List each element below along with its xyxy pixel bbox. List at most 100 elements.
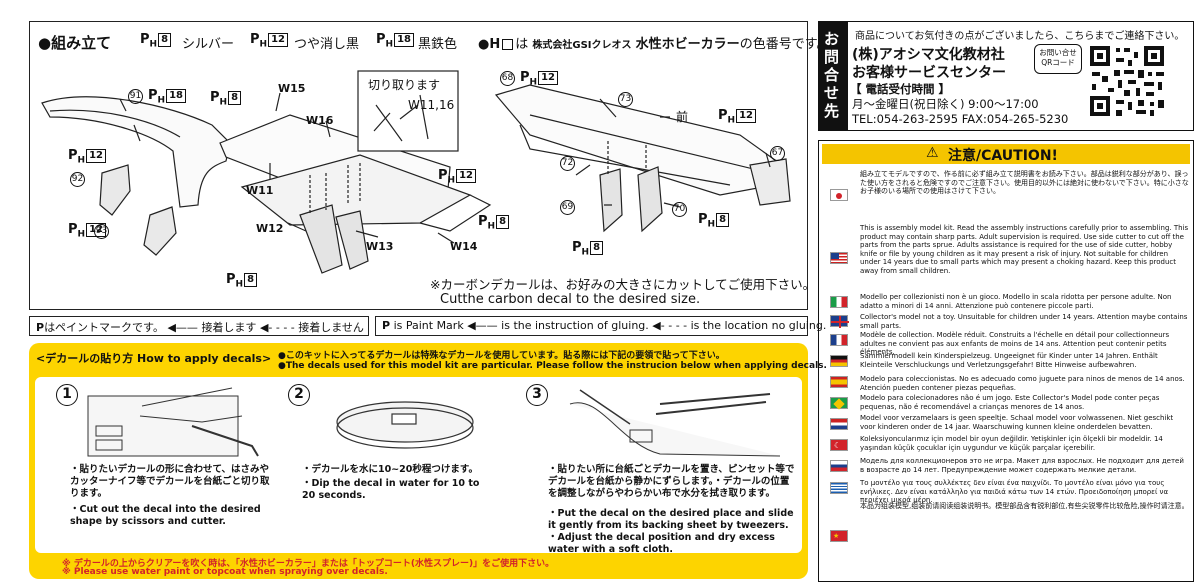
- caution-panel: [818, 140, 1194, 582]
- paint-w14: PH8: [478, 214, 510, 232]
- assembly-diagram: [41, 70, 791, 274]
- step-2-illustration: [336, 401, 474, 449]
- part-70: 70: [672, 202, 687, 217]
- step-1-number: 1: [56, 384, 78, 406]
- paint-67: PH8: [698, 212, 730, 230]
- caution-header-bg: [822, 144, 1190, 164]
- paint-68: PH12: [520, 70, 558, 88]
- decals-header: <デカールの貼り方 How to apply decals>: [36, 352, 272, 365]
- flag-france-icon: [830, 334, 848, 346]
- contact-hours: 月～金曜日(祝日除く) 9:00～17:00: [852, 97, 1039, 111]
- paint-legend-ph8-name: シルバー: [182, 37, 235, 52]
- part-93: 93: [94, 224, 109, 239]
- step-3-en: ・Put the decal on the desired place and …: [548, 508, 794, 555]
- part-w12: W12: [256, 222, 284, 235]
- carbon-note-jp: ※カーボンデカールは、お好みの大きさにカットしてご使用下さい。: [430, 277, 816, 292]
- cut-callout-parts: W11,16: [408, 98, 455, 112]
- part-w15: W15: [278, 82, 306, 95]
- step-2-number: 2: [288, 384, 310, 406]
- step-3-number: 3: [526, 384, 548, 406]
- step-3-illustration: [569, 389, 780, 457]
- flag-uk-icon: [830, 315, 849, 328]
- caution-lang-it: Modello per collezionisti non è un gioco…: [860, 293, 1172, 310]
- flag-brazil-icon: [830, 397, 848, 410]
- contact-side-label-bg: [818, 21, 848, 131]
- flag-greece-icon: [830, 482, 848, 494]
- caution-warning-icon: ⚠: [926, 145, 939, 161]
- paint-legend-ph12-name: つや消し黒: [294, 37, 360, 52]
- decals-footer-en: ※ Please use water paint or topcoat when…: [62, 567, 388, 577]
- qr-code-icon[interactable]: [1088, 44, 1166, 118]
- front-label: 前: [676, 110, 689, 124]
- contact-hours-label: 【 電話受付時間 】: [850, 82, 951, 96]
- assembly-panel: [29, 21, 808, 310]
- flag-russia-icon: [830, 460, 848, 472]
- part-68: 68: [500, 71, 515, 86]
- paint-73: PH12: [718, 108, 756, 126]
- step-3-jp: ・貼りたい所に台紙ごとデカールを置き、ピンセット等でデカールを台紙から静かにずら…: [548, 464, 795, 499]
- caution-lang-tr: Koleksiyoncularımız için model bir oyun …: [860, 435, 1163, 452]
- caution-lang-zh: 本品为组装模型,组装前请阅读组装说明书。模型部品含有锐利部位,有些尖锐零件比较危…: [860, 502, 1189, 510]
- legend-jp-box: [29, 316, 369, 336]
- paint-w12: PH8: [226, 272, 258, 290]
- paint-legend-ph8: PH8: [140, 32, 172, 50]
- step-2-jp: ・デカールを水に10~20秒程つけます。: [302, 464, 478, 475]
- decals-footer-jp: ※ デカールの上からクリアーを吹く時は、「水性ホビーカラー」または「トップコート…: [62, 559, 555, 569]
- contact-phones: TEL:054-263-2595 FAX:054-265-5230: [852, 112, 1069, 126]
- paint-legend-ph18-name: 黒鉄色: [418, 37, 458, 52]
- flag-china-icon: ★: [830, 530, 848, 542]
- step-1-en: ・Cut out the decal into the desired shap…: [70, 504, 261, 527]
- part-w14: W14: [450, 240, 478, 253]
- part-72: 72: [560, 156, 575, 171]
- qr-label-box: [1034, 44, 1082, 74]
- assembly-title: ●組み立て: [38, 34, 112, 52]
- flag-netherlands-icon: [830, 418, 848, 430]
- flag-usa-icon: [830, 252, 848, 264]
- legend-en: P is Paint Mark ◀—— is the instruction o…: [382, 319, 827, 332]
- paint-w11: PH12: [438, 168, 476, 186]
- flag-italy-icon: [830, 296, 848, 308]
- flag-spain-icon: [830, 376, 848, 388]
- step-2-en: ・Dip the decal in water for 10 to 20 sec…: [302, 478, 480, 501]
- flag-germany-icon: [830, 355, 848, 367]
- part-92: 92: [70, 172, 85, 187]
- caution-lang-el: Το μοντέλο για τους συλλέκτες δεν είναι …: [860, 479, 1169, 504]
- legend-jp: Pはペイントマークです。 ◀—— 接着します ◀- - - - 接着しません: [36, 321, 364, 334]
- part-69: 69: [560, 200, 575, 215]
- legend-en-box: [375, 316, 808, 336]
- caution-lang-fr: Modèle de collection. Modèle réduit. Con…: [860, 331, 1170, 356]
- step-1-illustration: [87, 387, 259, 457]
- decals-note-en: ●The decals used for this model kit are …: [278, 361, 827, 371]
- part-w16: W16: [306, 114, 334, 127]
- flag-japan-icon: [830, 189, 848, 201]
- paint-legend-ph12: PH12: [250, 32, 288, 50]
- part-91: 91: [128, 89, 143, 104]
- decals-note-jp: ●このキットに入ってるデカールは特殊なデカールを使用しています。貼る際には下記の…: [278, 351, 725, 361]
- paint-91: PH18: [148, 88, 186, 106]
- paint-92: PH12: [68, 148, 106, 166]
- part-73: 73: [618, 92, 633, 107]
- step-1-jp: ・貼りたいデカールの形に合わせて、はさみやカッターナイフ等でデカールを台紙ごと切…: [70, 464, 270, 499]
- cut-callout: 切り取ります: [368, 78, 441, 92]
- caution-lang-pt: Modelo para colecionadores não é um jogo…: [860, 394, 1160, 411]
- caution-lang-es: Modelo para coleccionistas. No es adecua…: [860, 375, 1185, 392]
- contact-side-label: お問合せ先: [824, 30, 840, 120]
- caution-lang-en: Collector's model not a toy. Unsuitable …: [860, 313, 1188, 330]
- part-w11: W11: [246, 184, 274, 197]
- caution-en: This is assembly model kit. Read the ass…: [860, 224, 1189, 275]
- contact-center: お客様サービスセンター: [852, 65, 1006, 81]
- caution-lang-de: Sammlermodell kein Kinderspielzeug. Unge…: [860, 352, 1158, 369]
- qr-label: お問い合せ QRコード: [1039, 48, 1077, 67]
- paint-w15: PH8: [210, 90, 242, 108]
- caution-jp: 組み立てモデルですので、作る前に必ず組み立て説明書をお読み下さい。部品は鋭利な部…: [860, 170, 1189, 195]
- part-w13: W13: [366, 240, 394, 253]
- caution-lang-ru: Модель для коллекционеров это не игра. М…: [860, 457, 1184, 474]
- caution-lang-nl: Model voor verzamelaars is geen speeltje…: [860, 414, 1174, 431]
- part-67: 67: [770, 146, 785, 161]
- carbon-note-en: Cutthe carbon decal to the desired size.: [440, 292, 701, 307]
- paint-legend-ph18: PH18: [376, 32, 414, 50]
- caution-title: 注意/CAUTION!: [948, 148, 1058, 164]
- flag-turkey-icon: ☾: [830, 439, 848, 451]
- contact-company: (株)アオシマ文化教材社: [852, 47, 1005, 63]
